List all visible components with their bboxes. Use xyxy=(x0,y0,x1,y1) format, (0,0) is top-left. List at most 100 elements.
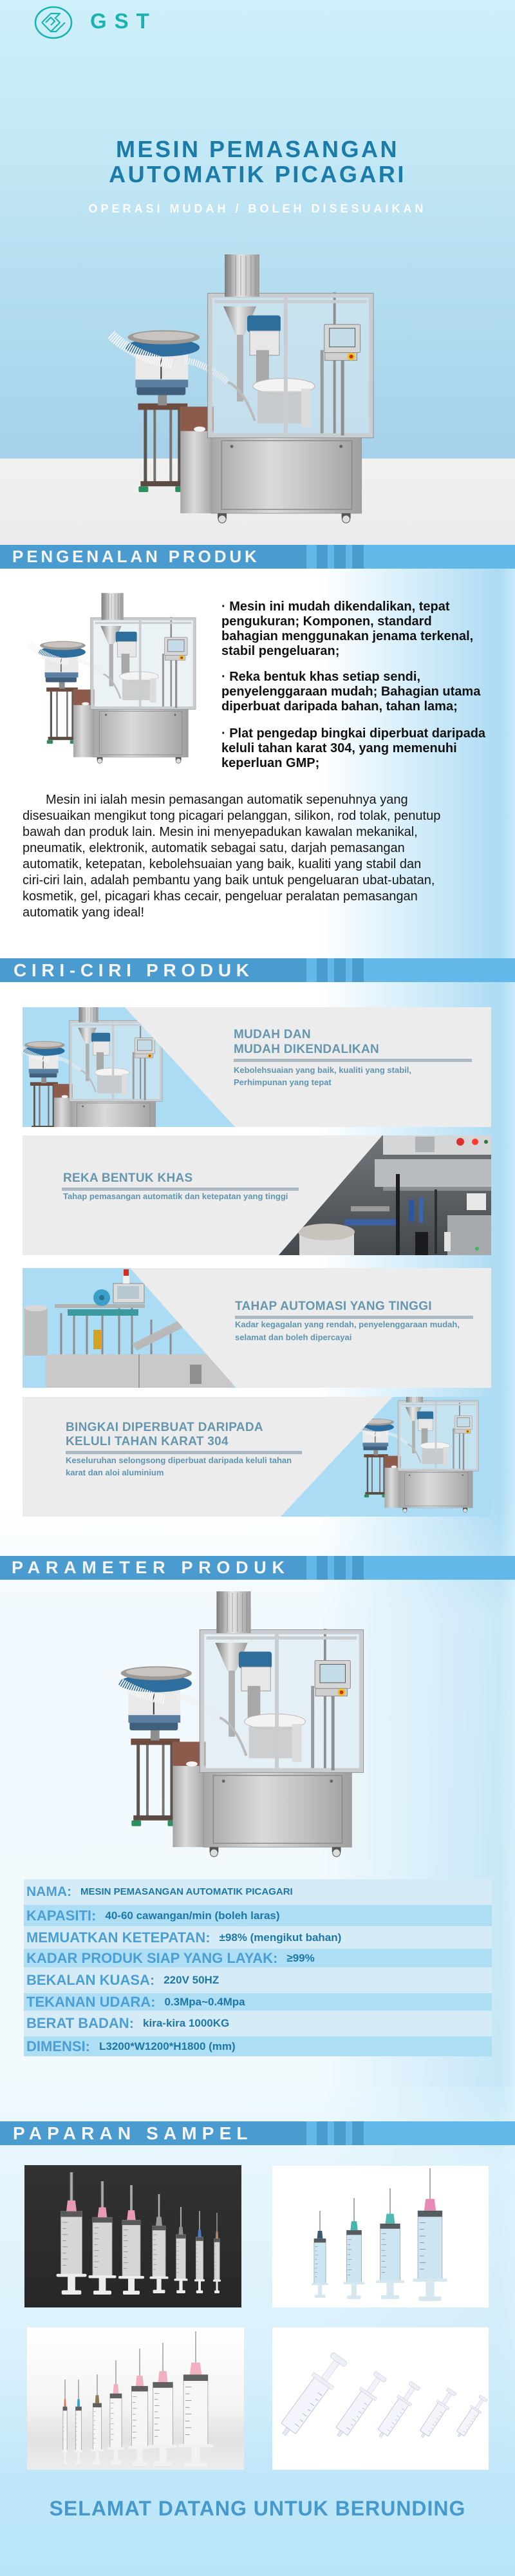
parameter-table: NAMA: MESIN PEMASANGAN AUTOMATIK PICAGAR… xyxy=(24,1879,492,2056)
section-header-bar: PARAMETER PRODUK xyxy=(0,1556,515,1580)
feature-card: BINGKAI DIPERBUAT DARIPADA KELULI TAHAN … xyxy=(23,1397,491,1517)
parameter-row: KAPASITI: 40-60 cawangan/min (boleh lara… xyxy=(24,1905,492,1926)
parameter-value: 220V 50HZ xyxy=(164,1974,220,1986)
sample-image xyxy=(272,2166,489,2307)
subtitle-line: Tahap pemasangan automatik dan ketepatan… xyxy=(63,1191,288,1201)
section-title: PARAMETER PRODUK xyxy=(12,1558,290,1577)
title-line: TAHAP AUTOMASI YANG TINGGI xyxy=(235,1300,432,1313)
title-line: MUDAH DIKENDALIKAN xyxy=(234,1043,379,1056)
machine-photo xyxy=(28,591,196,765)
parameter-value: ≥99% xyxy=(286,1951,315,1964)
parameter-value: kira-kira 1000KG xyxy=(143,2017,230,2029)
syringe xyxy=(413,2168,447,2301)
parameter-value: MESIN PEMASANGAN AUTOMATIK PICAGARI xyxy=(80,1886,293,1897)
bullet-line: · Plat pengedap bingkai diperbuat daripa… xyxy=(221,726,486,741)
subtitle-line: Keseluruhan selongsong diperbuat daripad… xyxy=(66,1455,292,1465)
machine-photo xyxy=(108,254,375,524)
bullet-line: stabil pengeluaran; xyxy=(221,644,340,658)
contact-call-to-action: SELAMAT DATANG UNTUK BERUNDING xyxy=(0,2497,515,2520)
syringe xyxy=(74,2380,83,2465)
hero-subtitle: OPERASI MUDAH / BOLEH DISESUAIKAN xyxy=(88,202,427,215)
parameter-row: TEKANAN UDARA: 0.3Mpa~0.4Mpa xyxy=(24,1993,492,2011)
hero-title-line: AUTOMATIK PICAGARI xyxy=(109,161,406,187)
sample-image xyxy=(27,2327,244,2470)
parameter-row: KADAR PRODUK SIAP YANG LAYAK: ≥99% xyxy=(24,1949,492,1967)
feature-bullet: · Reka bentuk khas setiap sendi, penyele… xyxy=(221,670,480,714)
bullet-line: · Mesin ini mudah dikendalikan, tepat xyxy=(221,600,450,614)
syringe xyxy=(62,2380,68,2465)
parameter-label: NAMA: xyxy=(26,1884,71,1899)
paragraph-line: automatik, ketepatan, kebolehsuaian yang… xyxy=(23,857,422,871)
machine-photo xyxy=(23,1007,163,1127)
title-line: KELULI TAHAN KARAT 304 xyxy=(66,1435,229,1448)
machine-photo xyxy=(102,1590,364,1858)
bullet-line: keperluan GMP; xyxy=(221,756,320,770)
parameter-label: KAPASITI: xyxy=(26,1907,97,1924)
hero-title-line: MESIN PEMASANGAN xyxy=(115,136,400,162)
syringe xyxy=(312,2211,328,2298)
hero-title: MESIN PEMASANGAN AUTOMATIK PICAGARI xyxy=(0,137,515,187)
syringe xyxy=(91,2374,104,2465)
paragraph-line: kosmetik, gel, picagari khas cecair, pen… xyxy=(23,889,418,904)
syringe-barrels-photo xyxy=(273,2349,489,2443)
feature-card-title: BINGKAI DIPERBUAT DARIPADA KELULI TAHAN … xyxy=(66,1421,263,1449)
intro-paragraph: Mesin ini ialah mesin pemasangan automat… xyxy=(23,792,440,921)
sample-image xyxy=(24,2165,241,2307)
brand-logo-text: GST xyxy=(90,9,157,33)
section-title: PENGENALAN PRODUK xyxy=(12,547,260,566)
syringe-set-dark-photo xyxy=(56,2172,221,2295)
feature-card: MUDAH DAN MUDAH DIKENDALIKAN Kebolehsuai… xyxy=(23,1007,491,1127)
feature-bullet: · Plat pengedap bingkai diperbuat daripa… xyxy=(221,726,485,771)
syringe-set-blue-photo xyxy=(312,2168,447,2301)
paragraph-line: ciri-ciri lain, adalah pembantu yang bai… xyxy=(23,873,435,887)
feature-bullet: · Mesin ini mudah dikendalikan, tepat pe… xyxy=(221,600,473,659)
section-title: PAPARAN SAMPEL xyxy=(13,2123,253,2143)
syringe xyxy=(108,2360,124,2465)
syringe xyxy=(88,2181,117,2295)
feature-card: REKA BENTUK KHAS Tahap pemasangan automa… xyxy=(23,1135,491,1255)
parameter-row: BERAT BADAN: kira-kira 1000KG xyxy=(24,2011,492,2036)
syringe xyxy=(453,2394,489,2441)
parameter-value: ±98% (mengikut bahan) xyxy=(219,1931,342,1944)
paragraph-line: automatik yang ideal! xyxy=(23,905,145,920)
title-line: MUDAH DAN xyxy=(234,1028,311,1041)
feature-card-subtitle: Tahap pemasangan automatik dan ketepatan… xyxy=(63,1190,288,1202)
title-underline xyxy=(235,1316,473,1319)
syringe xyxy=(56,2172,87,2295)
paragraph-line: bawah dan produk lain. Mesin ini menyepa… xyxy=(23,825,418,839)
title-line: REKA BENTUK KHAS xyxy=(63,1171,193,1185)
title-underline xyxy=(62,1188,299,1191)
parameter-label: BERAT BADAN: xyxy=(26,2015,135,2031)
parameter-row: MEMUATKAN KETEPATAN: ±98% (mengikut baha… xyxy=(24,1926,492,1949)
gst-emblem-icon xyxy=(34,6,73,39)
title-line: BINGKAI DIPERBUAT DARIPADA xyxy=(66,1421,263,1434)
section-title: CIRI-CIRI PRODUK xyxy=(14,960,254,980)
syringe xyxy=(194,2211,205,2293)
parameter-label: BEKALAN KUASA: xyxy=(26,1972,155,1988)
parameter-row: DIMENSI: L3200*W1200*H1800 (mm) xyxy=(24,2036,492,2056)
feature-card-subtitle: Kadar kegagalan yang rendah, penyelengga… xyxy=(235,1318,460,1344)
syringe xyxy=(373,2379,423,2442)
feature-card-subtitle: Keseluruhan selongsong diperbuat daripad… xyxy=(66,1454,292,1479)
syringe xyxy=(149,2194,169,2293)
syringe xyxy=(149,2343,177,2466)
syringe xyxy=(128,2349,151,2466)
title-underline xyxy=(66,1451,302,1454)
paragraph-line: pneumatik, elektronik, automatik sebagai… xyxy=(23,841,405,855)
subtitle-line: Kebolehsuaian yang baik, kualiti yang st… xyxy=(234,1065,411,1075)
bullet-line: diperbuat daripada bahan, tahan lama; xyxy=(221,699,458,714)
parameter-row: BEKALAN KUASA: 220V 50HZ xyxy=(24,1967,492,1993)
parameter-label: MEMUATKAN KETEPATAN: xyxy=(26,1929,211,1946)
syringe xyxy=(178,2331,213,2467)
parameter-value: L3200*W1200*H1800 (mm) xyxy=(99,2040,236,2052)
bullet-line: · Reka bentuk khas setiap sendi, xyxy=(221,670,420,684)
bullet-line: penyelenggaraan mudah; Bahagian utama xyxy=(221,685,481,699)
parameter-value: 0.3Mpa~0.4Mpa xyxy=(164,1995,245,2008)
feature-card: TAHAP AUTOMASI YANG TINGGI Kadar kegagal… xyxy=(23,1268,491,1388)
section-header-bar: CIRI-CIRI PRODUK xyxy=(0,958,515,982)
bullet-line: pengukuran; Komponen, standard xyxy=(221,614,432,629)
title-underline xyxy=(234,1059,472,1062)
parameter-label: DIMENSI: xyxy=(26,2038,90,2054)
paragraph-line: Mesin ini ialah mesin pemasangan automat… xyxy=(46,793,408,807)
